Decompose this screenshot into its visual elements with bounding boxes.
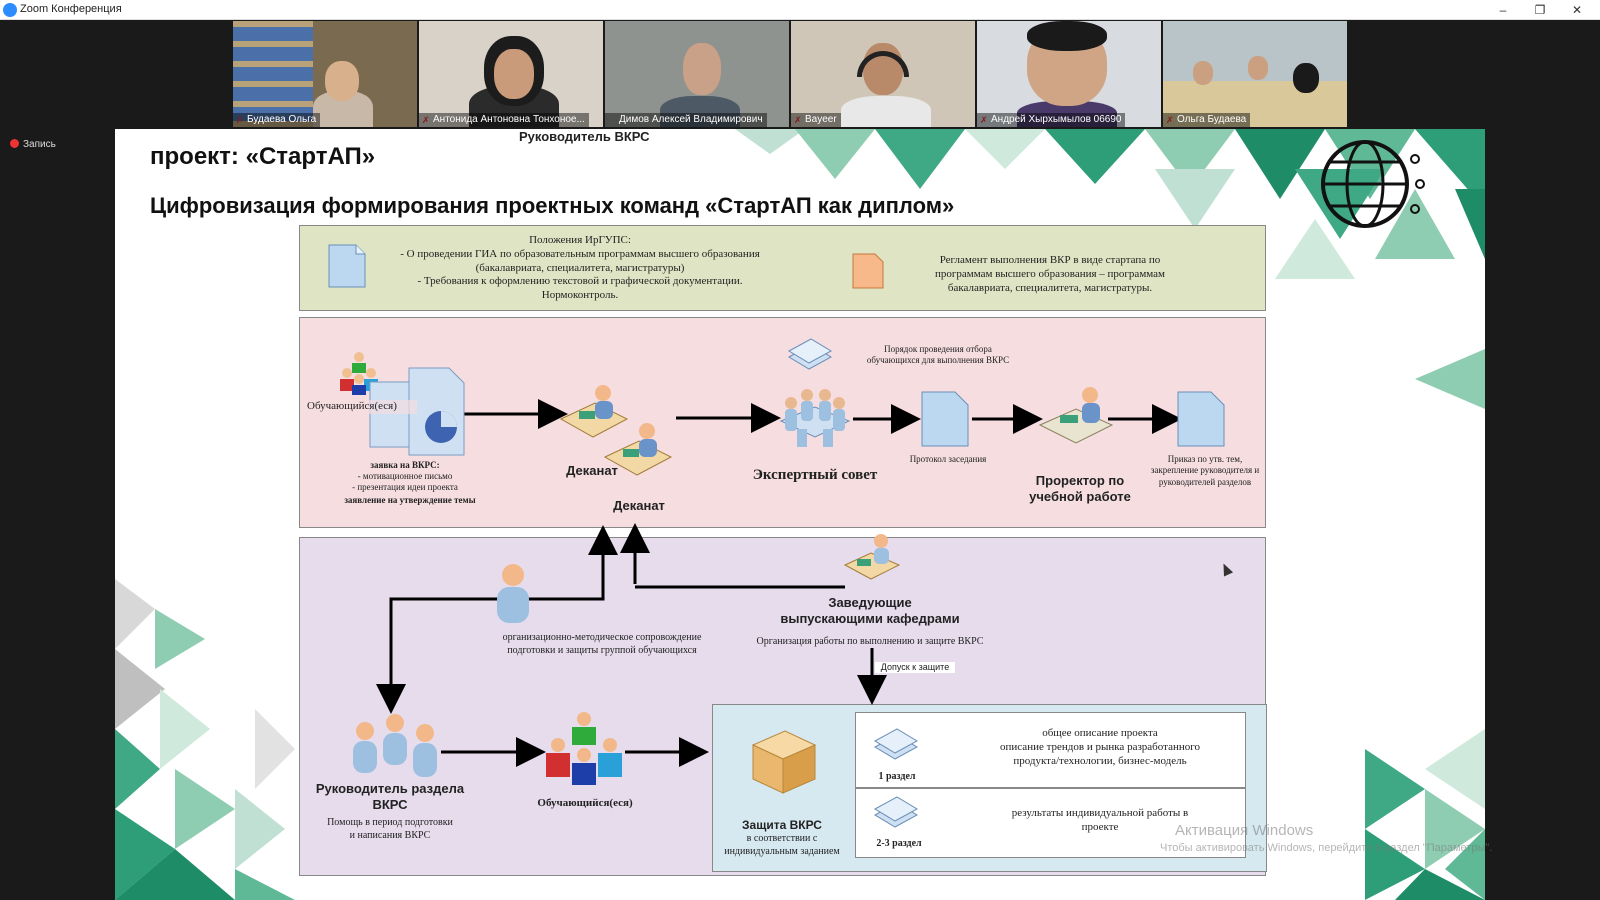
defense-description: в соответствии с индивидуальным заданием: [724, 833, 840, 857]
record-dot-icon: [10, 139, 19, 148]
participant-tile[interactable]: Димов Алексей Владимирович: [605, 21, 789, 127]
papers-stack-icon: [873, 728, 919, 760]
supervisor-label: Руководитель ВКРС: [519, 129, 650, 144]
students-group-icon: [546, 712, 622, 785]
muted-mic-icon: ✗: [980, 115, 988, 125]
dean-office-icon: [559, 385, 629, 438]
slide-decoration: [115, 129, 1485, 900]
students-label-2: Обучающийся(еся): [537, 797, 633, 809]
section-head-label: Руководитель раздела ВКРС: [315, 781, 465, 813]
admission-label: Допуск к защите: [875, 662, 955, 674]
participant-tile[interactable]: ✗ Bayeer: [791, 21, 975, 127]
application-documents-icon: [369, 367, 465, 456]
participant-tile[interactable]: ✗ Андрей Хырхымылов 06690: [977, 21, 1161, 127]
participant-name: Ольга Будаева: [1163, 113, 1251, 127]
defense-label: Защита ВКРС: [742, 818, 822, 832]
department-heads-description: Организация работы по выполнению и защит…: [756, 636, 984, 647]
muted-mic-icon: ✗: [1166, 115, 1174, 125]
students-label: Обучающийся(еся): [307, 400, 417, 414]
dean-office-icon: [603, 423, 673, 476]
participant-name: Будаева Ольга: [233, 113, 321, 127]
participant-tile[interactable]: ✗ Антонида Антоновна Тонхоное...: [419, 21, 603, 127]
section-1-box: [855, 712, 1246, 788]
document-icon: [328, 244, 366, 288]
slide-subtitle: Цифровизация формирования проектных кома…: [150, 193, 955, 218]
participant-name: Димов Алексей Владимирович: [605, 113, 767, 127]
regulation-startup-text: Регламент выполнения ВКР в виде стартапа…: [934, 254, 1166, 294]
expert-council-label: Экспертный совет: [752, 467, 878, 483]
participant-tile[interactable]: ✗ Будаева Ольга: [233, 21, 417, 127]
papers-stack-icon: [787, 338, 833, 370]
regulations-box: Положения ИрГУПС: - О проведении ГИА по …: [299, 225, 1266, 311]
window-title: Zoom Конференция: [20, 3, 122, 15]
supervisor-description: организационно-методическое сопровождени…: [502, 632, 702, 656]
zoom-logo-icon: [3, 3, 17, 17]
minimize-button[interactable]: –: [1499, 3, 1507, 17]
participant-name: Андрей Хырхымылов 06690: [977, 113, 1126, 127]
dean-office-label-1: Деканат: [566, 463, 618, 478]
muted-mic-icon: ✗: [794, 115, 802, 125]
section-2-3-description: результаты индивидуальной работы в проек…: [1011, 807, 1189, 833]
document-icon: [852, 253, 884, 289]
section-1-label: 1 раздел: [878, 771, 916, 782]
section-1-description: общее описание проекта описание трендов …: [1000, 727, 1200, 767]
windows-activation-watermark: Активация Windows: [1175, 822, 1314, 839]
recording-indicator[interactable]: Запись: [10, 139, 56, 150]
prorector-label: Проректор по учебной работе: [1029, 473, 1131, 505]
section-2-3-label: 2-3 раздел: [876, 838, 922, 849]
department-heads-label: Заведующие выпускающими кафедрами: [780, 595, 960, 627]
section-heads-icon: [353, 714, 437, 777]
supervisor-person-icon: [497, 564, 529, 623]
order-label: Приказ по утв. тем, закрепление руководи…: [1150, 454, 1260, 487]
protocol-label: Протокол заседания: [909, 454, 987, 464]
expert-council-icon: [779, 389, 851, 447]
slide-title: проект: «СтартАП»: [150, 143, 376, 170]
application-label: заявка на ВКРС:: [370, 460, 440, 470]
dean-office-label-2: Деканат: [613, 498, 665, 513]
application-statement: заявление на утверждение темы: [344, 495, 476, 505]
participant-name: Bayeer: [791, 113, 841, 127]
department-heads-icon: [843, 534, 901, 580]
prorector-icon: [1038, 387, 1114, 444]
participant-tile[interactable]: ✗ Ольга Будаева: [1163, 21, 1347, 127]
windows-activation-hint: Чтобы активировать Windows, перейдите в …: [1160, 842, 1493, 854]
regulations-text: Положения ИрГУПС: - О проведении ГИА по …: [400, 234, 760, 301]
application-items: - мотивационное письмо - презентация иде…: [352, 471, 458, 493]
section-head-description: Помощь в период подготовки и написания В…: [327, 817, 453, 841]
shared-slide: проект: «СтартАП» Цифровизация формирова…: [115, 129, 1485, 900]
papers-stack-icon: [873, 796, 919, 828]
selection-order-text: Порядок проведения отбора обучающихся дл…: [866, 344, 1010, 366]
section-2-3-box: [855, 788, 1246, 858]
muted-mic-icon: ✗: [236, 115, 244, 125]
protocol-document-icon: [921, 391, 969, 447]
order-document-icon: [1177, 391, 1225, 447]
package-box-icon: [751, 730, 817, 794]
recording-label: Запись: [23, 139, 56, 150]
muted-mic-icon: ✗: [422, 115, 430, 125]
close-button[interactable]: ✕: [1571, 3, 1583, 17]
participant-name: Антонида Антоновна Тонхоное...: [419, 113, 589, 127]
title-bar: Zoom Конференция – ❐ ✕: [0, 0, 1600, 20]
restore-button[interactable]: ❐: [1534, 3, 1546, 17]
